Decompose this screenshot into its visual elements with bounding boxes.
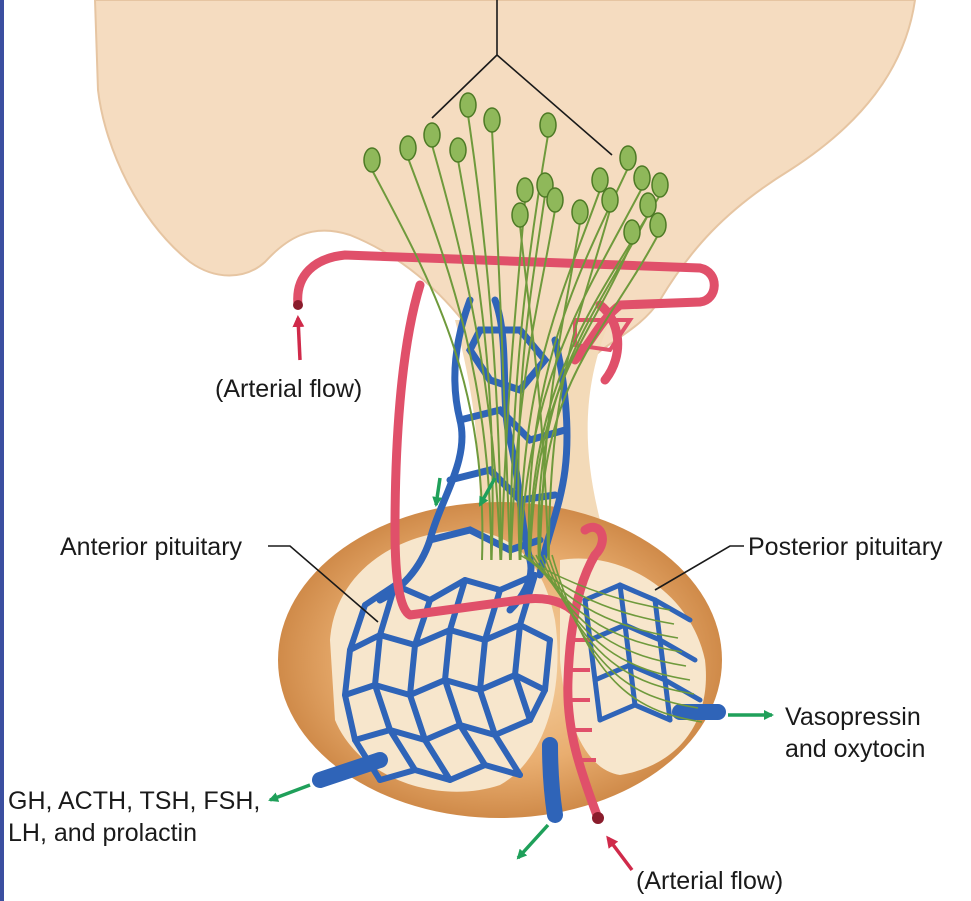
arterial-flow-bottom-label: (Arterial flow) (636, 866, 783, 897)
artery-opening-top (293, 300, 303, 310)
neuron-cell-body-icon (460, 93, 476, 117)
neuron-cell-body-icon (540, 113, 556, 137)
neuron-cell-body-icon (512, 203, 528, 227)
posterior-pituitary-label: Posterior pituitary (748, 532, 943, 563)
arterial-flow-top-label: (Arterial flow) (215, 374, 362, 405)
neuron-cell-body-icon (634, 166, 650, 190)
neuron-cell-body-icon (592, 168, 608, 192)
neuron-cell-body-icon (547, 188, 563, 212)
neuron-cell-body-icon (364, 148, 380, 172)
neuron-cell-body-icon (640, 193, 656, 217)
neuron-cell-body-icon (572, 200, 588, 224)
neuron-cell-body-icon (624, 220, 640, 244)
anterior-pituitary-label: Anterior pituitary (60, 532, 242, 563)
neuron-cell-body-icon (650, 213, 666, 237)
neuron-cell-body-icon (400, 136, 416, 160)
neuron-cell-body-icon (424, 123, 440, 147)
anterior-hormones-label-line2: LH, and prolactin (8, 818, 197, 849)
neuron-cell-body-icon (484, 108, 500, 132)
neuron-cell-body-icon (602, 188, 618, 212)
vasopressin-label-line1: Vasopressin (785, 702, 921, 733)
anterior-hormones-label-line1: GH, ACTH, TSH, FSH, (8, 786, 260, 817)
artery-opening-bottom (592, 812, 604, 824)
neuron-cell-body-icon (450, 138, 466, 162)
arrow-icon (298, 318, 300, 360)
neuron-cell-body-icon (620, 146, 636, 170)
neuron-cell-body-icon (652, 173, 668, 197)
vasopressin-label-line2: and oxytocin (785, 734, 925, 765)
arrow-icon (436, 478, 440, 505)
neuron-cell-body-icon (517, 178, 533, 202)
arrow-icon (608, 838, 632, 870)
arrow-icon (518, 825, 548, 858)
arrow-icon (270, 785, 310, 800)
